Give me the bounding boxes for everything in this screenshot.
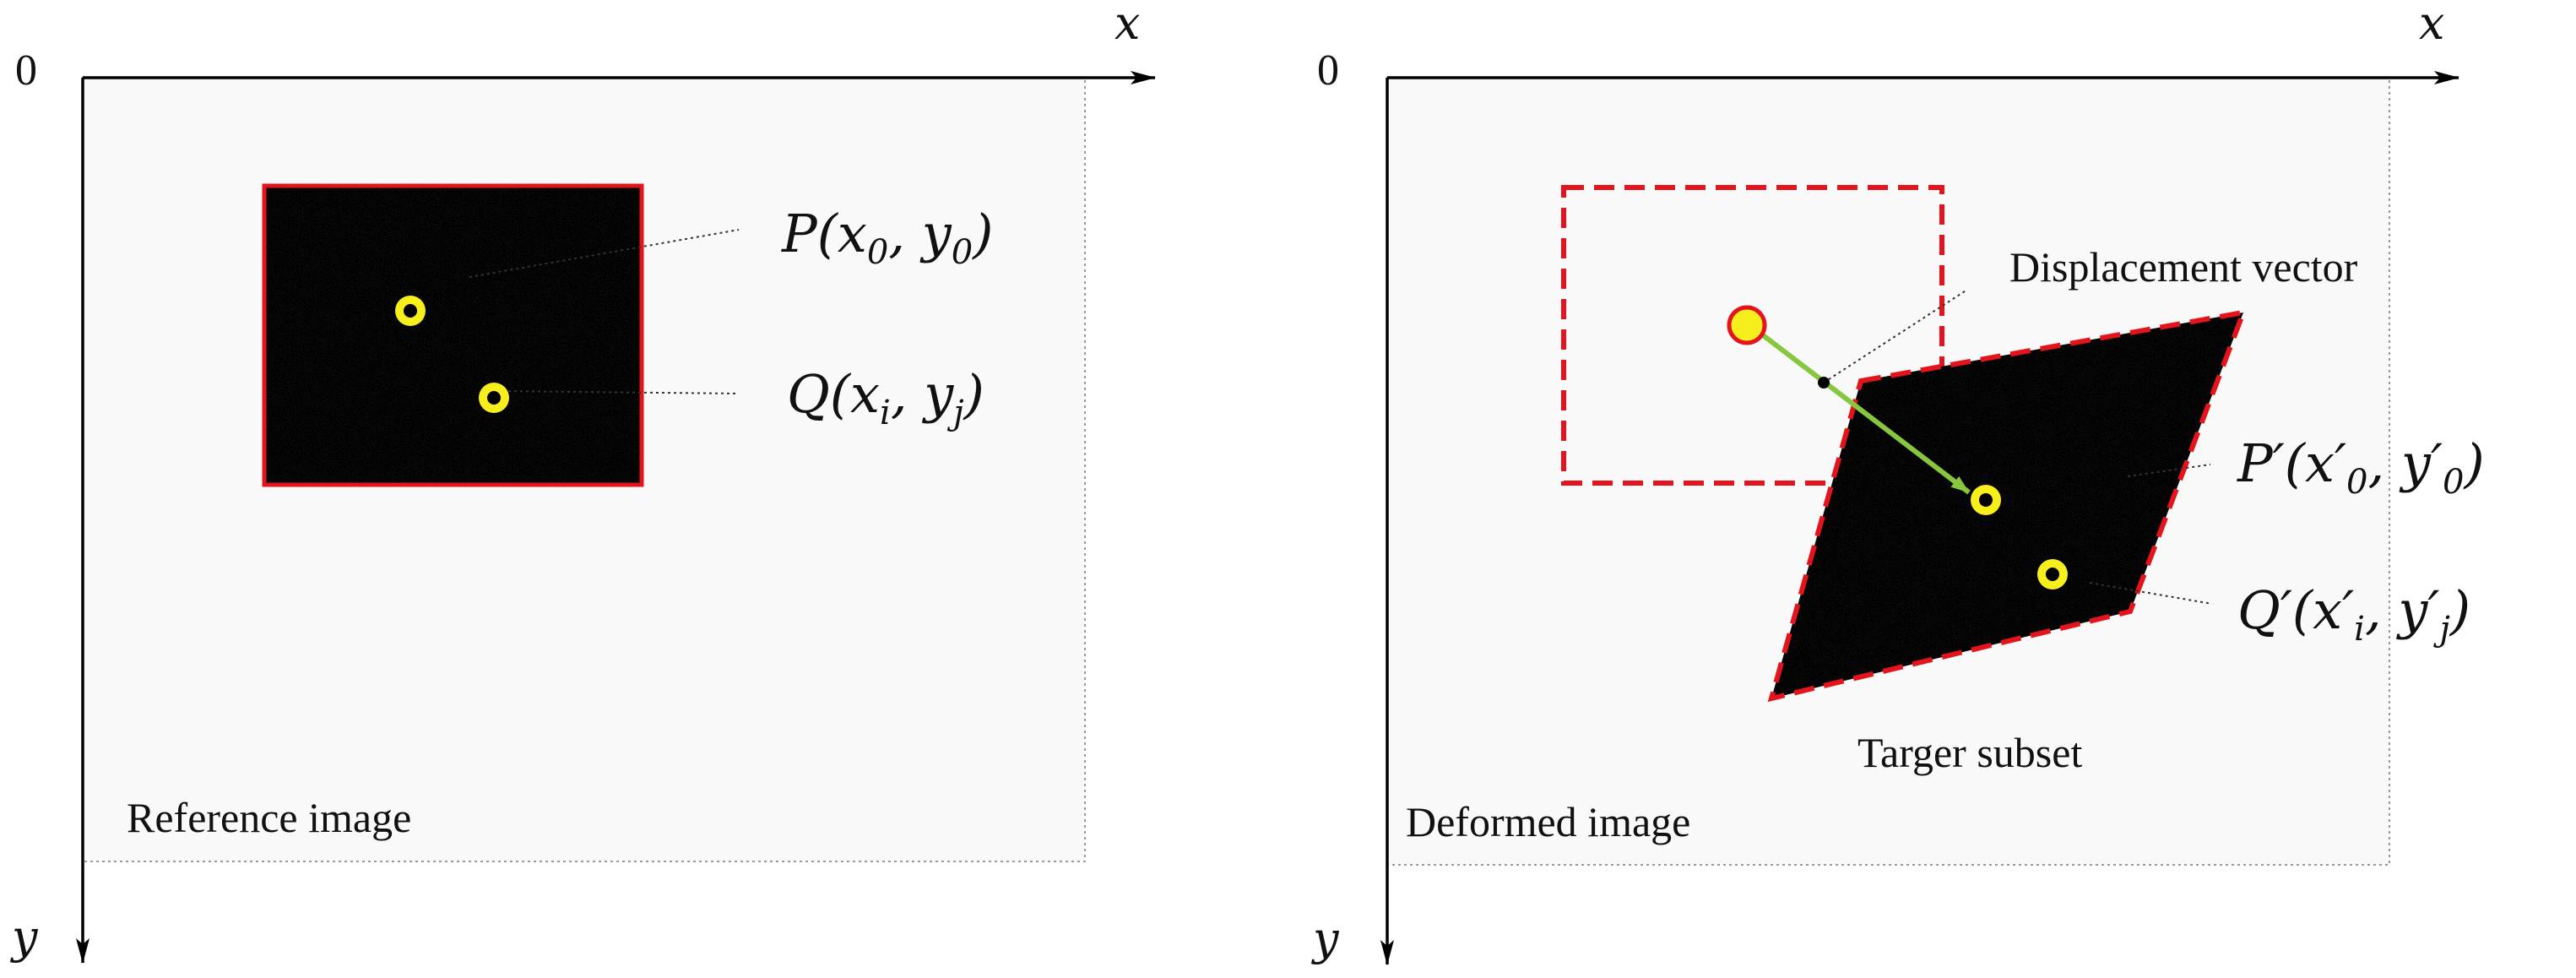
target-subset-label: Targer subset — [1857, 729, 2082, 776]
leader-line-vector — [1823, 289, 1968, 383]
deformed-panel: 0 x y Displacement vector P′(x′0, y — [1311, 0, 2485, 965]
reference-subset — [264, 186, 642, 485]
y-axis-label: y — [10, 910, 39, 964]
deformed-image-caption: Deformed image — [1406, 798, 1690, 845]
point-q-prime-marker — [2037, 559, 2068, 590]
point-p-prime-marker — [1971, 485, 2001, 515]
reference-subset-border — [262, 183, 644, 487]
origin-label: 0 — [15, 46, 37, 95]
x-axis-label: x — [1114, 0, 1140, 50]
leader-line-q — [496, 390, 740, 394]
original-subset-outline — [1561, 185, 1944, 486]
y-axis-label: y — [1311, 912, 1340, 965]
origin-label: 0 — [1317, 46, 1339, 95]
vector-midpoint-dot — [1818, 377, 1830, 388]
displacement-vector — [1750, 324, 1971, 495]
deformed-subset-border — [1767, 309, 2248, 703]
x-axis-label: x — [2419, 0, 2444, 50]
leader-line-p — [469, 229, 740, 278]
point-p-label: P(x0, y0) — [781, 203, 993, 272]
point-p-marker — [395, 296, 426, 326]
deformed-subset — [1771, 312, 2243, 698]
point-q-marker — [479, 383, 509, 413]
original-point-marker — [1727, 305, 1767, 345]
point-p-prime-label: P′(x′0, y′0) — [2237, 432, 2485, 502]
leader-line-p-prime — [2127, 464, 2211, 477]
reference-panel: 0 x y P(x0, y0) Q(xi, yj) Reference imag… — [10, 0, 1156, 964]
point-q-prime-label: Q′(x′i, y′j) — [2237, 579, 2470, 649]
reference-image-caption: Reference image — [127, 794, 411, 841]
point-q-label: Q(xi, yj) — [787, 363, 984, 432]
displacement-vector-label: Displacement vector — [2009, 243, 2358, 291]
